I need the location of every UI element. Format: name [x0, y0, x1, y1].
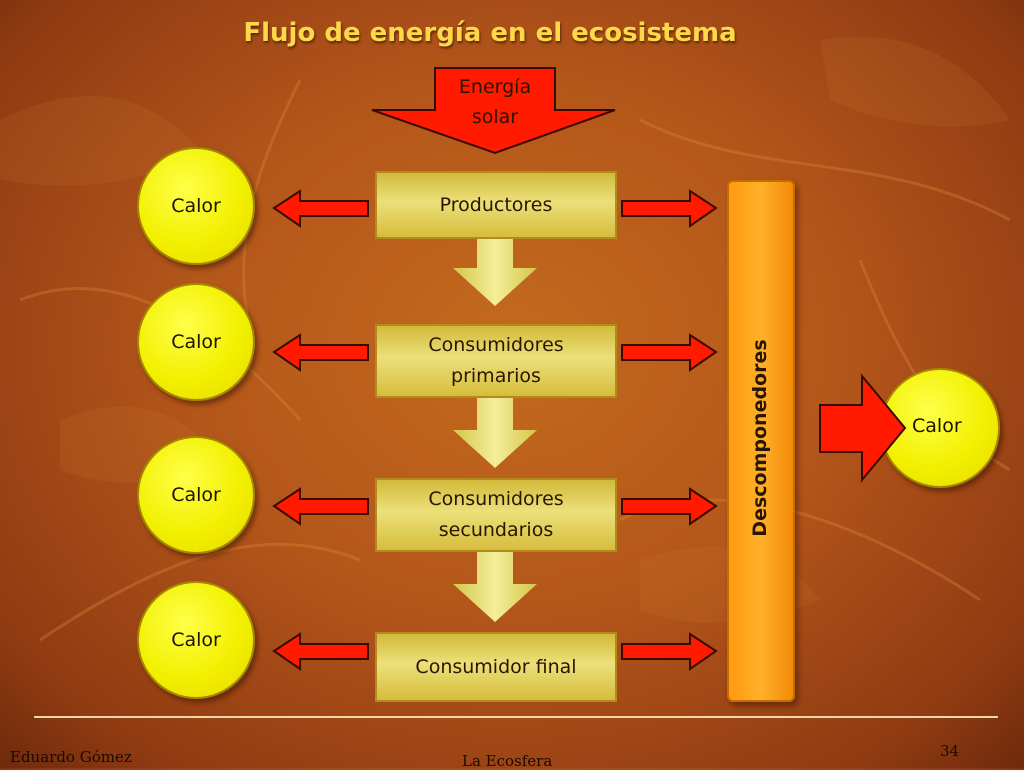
heat-arrow-left-3	[272, 487, 369, 526]
decomp-arrow-right-4	[621, 632, 718, 671]
level-label-line1: Consumidores	[428, 334, 564, 356]
decomp-arrow-right-2	[621, 333, 718, 372]
slide-title: Flujo de energía en el ecosistema	[243, 18, 737, 48]
heat-circle-2: Calor	[137, 283, 255, 401]
flow-arrow-1	[453, 238, 537, 306]
level-box-productores: Productores	[375, 171, 617, 239]
level-box-consumidores-secundarios: Consumidores secundarios	[375, 478, 617, 552]
footer-topic: La Ecosfera	[462, 752, 553, 770]
heat-circle-4: Calor	[137, 581, 255, 699]
flow-arrow-2	[453, 396, 537, 468]
decomposers-bar	[727, 180, 795, 702]
solar-energy-label-line1: Energía	[458, 76, 532, 98]
heat-circle-3: Calor	[137, 436, 255, 554]
flow-arrow-3	[453, 550, 537, 622]
solar-energy-label: Energía solar	[445, 72, 545, 132]
decomposer-heat-label-front: Calor	[912, 415, 962, 437]
level-label-line1: Consumidores	[428, 488, 564, 510]
decomp-heat-arrow	[819, 373, 907, 483]
footer-divider	[34, 716, 998, 718]
level-box-consumidor-final: Consumidor final	[375, 632, 617, 702]
decomp-arrow-right-3	[621, 487, 718, 526]
heat-arrow-left-4	[272, 632, 369, 671]
footer-author: Eduardo Gómez	[10, 748, 132, 766]
level-label-line1: Productores	[439, 193, 553, 216]
heat-arrow-left-2	[272, 333, 369, 372]
solar-energy-label-line2: solar	[471, 106, 519, 128]
level-label-line2: primarios	[451, 365, 541, 387]
level-box-consumidores-primarios: Consumidores primarios	[375, 324, 617, 398]
level-label-line1: Consumidor final	[415, 655, 577, 678]
level-label-line2: secundarios	[438, 519, 554, 541]
decomp-arrow-right-1	[621, 189, 718, 228]
heat-circle-1: Calor	[137, 147, 255, 265]
heat-arrow-left-1	[272, 189, 369, 228]
footer-page-number: 34	[940, 742, 960, 760]
